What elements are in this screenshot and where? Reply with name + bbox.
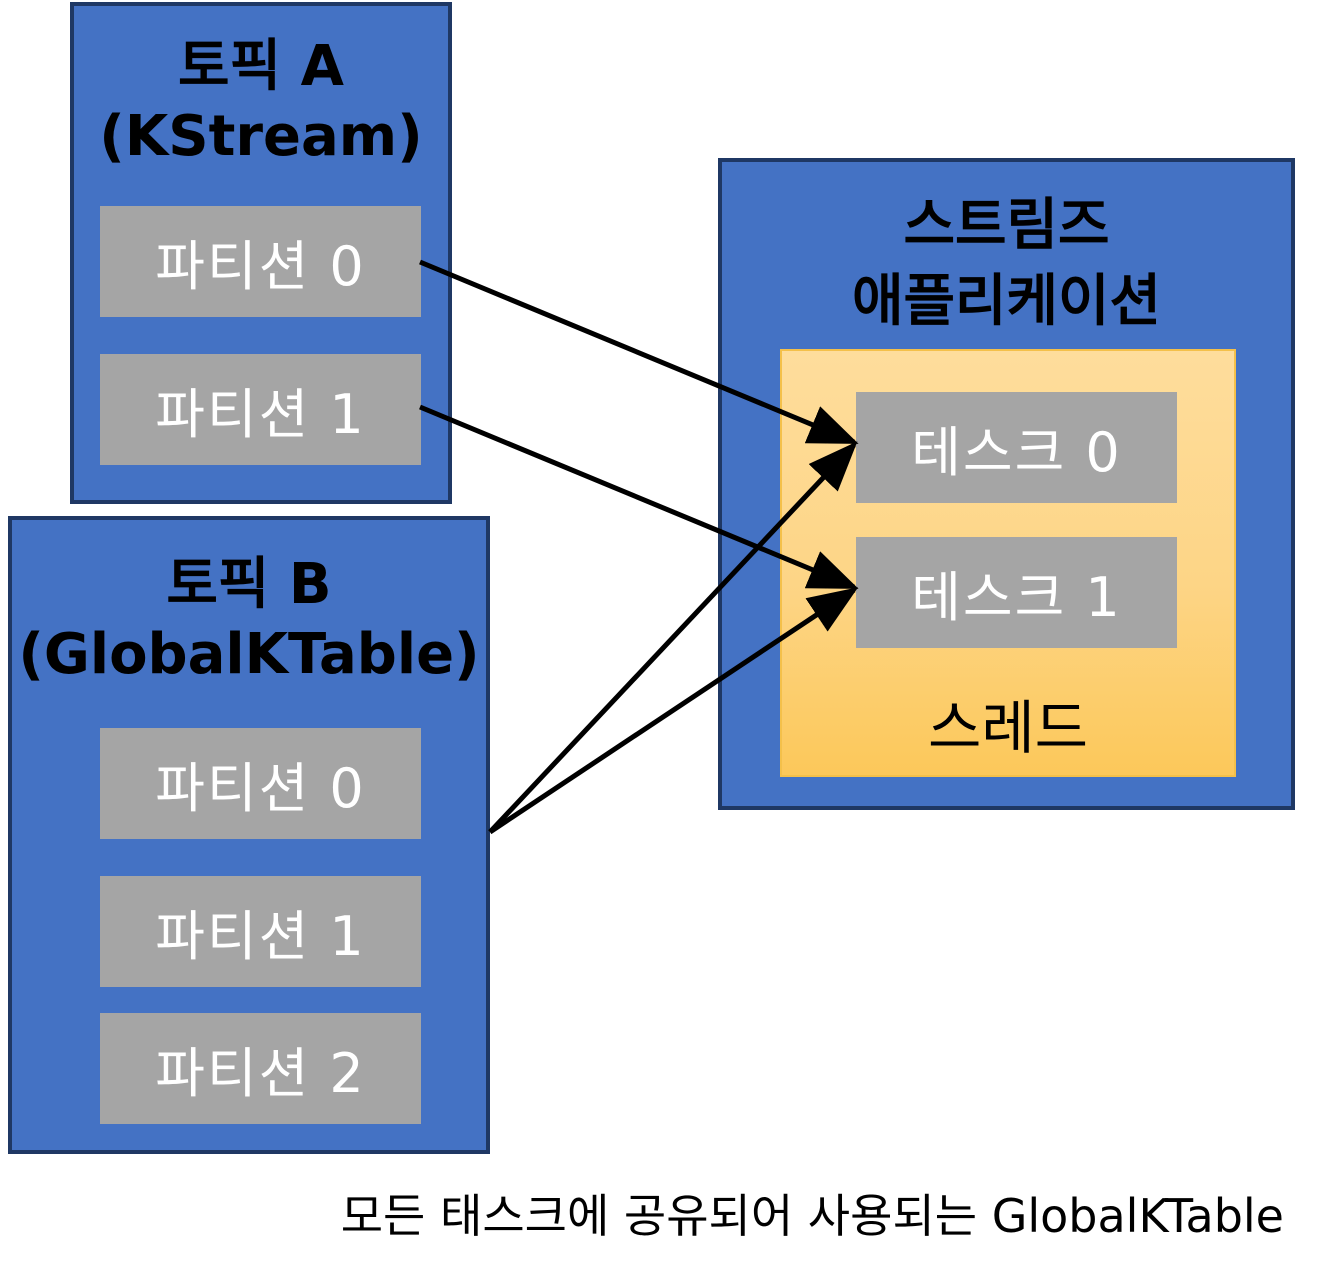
topic-b-partition-1: 파티션 1 bbox=[100, 876, 421, 987]
thread-box: 테스크 0 테스크 1 스레드 bbox=[780, 349, 1236, 777]
topic-a-partition-1: 파티션 1 bbox=[100, 354, 421, 465]
streams-app-title: 스트림즈 애플리케이션 bbox=[851, 193, 1162, 334]
task-1: 테스크 1 bbox=[856, 537, 1177, 648]
topic-b-box: 토픽 B (GlobalKTable) 파티션 0 파티션 1 파티션 2 bbox=[8, 516, 490, 1154]
topic-a-box: 토픽 A (KStream) 파티션 0 파티션 1 bbox=[70, 2, 452, 504]
caption: 모든 태스크에 공유되어 사용되는 GlobalKTable bbox=[340, 1189, 1284, 1243]
topic-b-title: 토픽 B (GlobalKTable) bbox=[18, 552, 480, 687]
arrow-topic-b-to-task-1 bbox=[488, 587, 859, 835]
thread-label: 스레드 bbox=[927, 694, 1089, 762]
topic-a-partition-0: 파티션 0 bbox=[100, 206, 421, 317]
arrow-partition-a1-to-task-1 bbox=[419, 404, 859, 590]
streams-app-box: 스트림즈 애플리케이션 테스크 0 테스크 1 스레드 bbox=[718, 158, 1295, 810]
arrow-topic-b-to-task-0 bbox=[488, 441, 858, 834]
task-0: 테스크 0 bbox=[856, 392, 1177, 503]
arrow-partition-a0-to-task-0 bbox=[419, 259, 859, 445]
topic-a-title: 토픽 A (KStream) bbox=[99, 34, 423, 169]
topic-b-partition-0: 파티션 0 bbox=[100, 728, 421, 839]
topic-b-partition-2: 파티션 2 bbox=[100, 1013, 421, 1124]
